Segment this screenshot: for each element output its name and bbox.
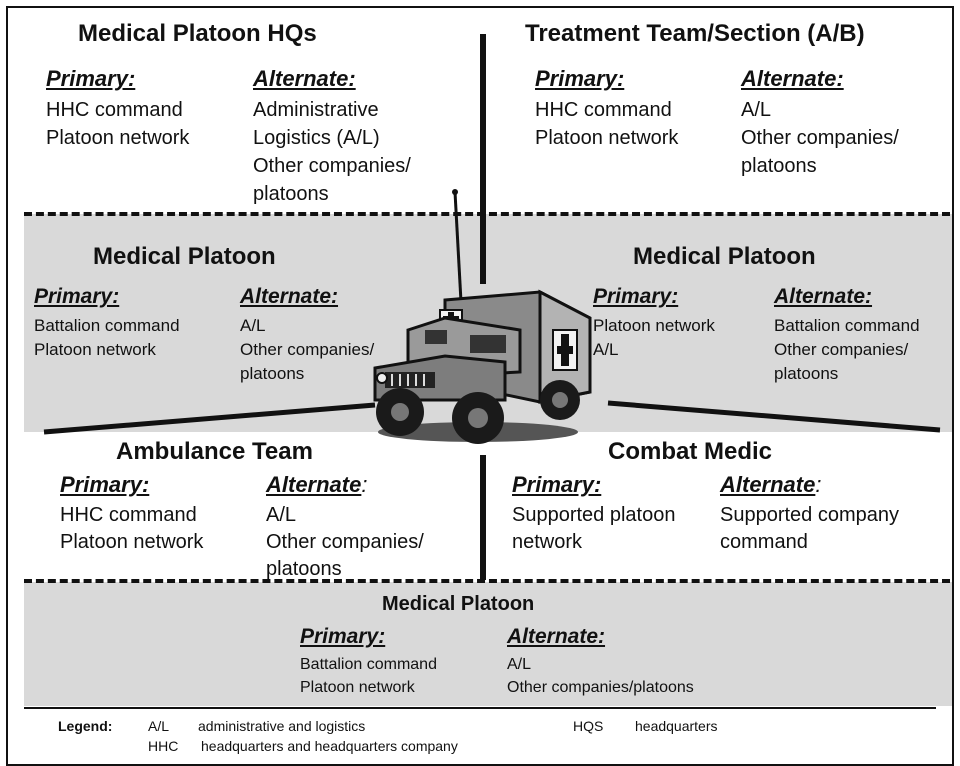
list-item: platoons: [266, 558, 342, 580]
combat-medic-title: Combat Medic: [608, 438, 773, 465]
legend-label: Legend:: [58, 718, 113, 734]
list-item: Supported company: [720, 504, 900, 526]
list-item: Platoon network: [300, 679, 415, 696]
platoon-right-alternate-header: Alternate:: [774, 285, 873, 308]
platoon-right-alternate-list: Battalion command Other companies/ plato…: [774, 314, 920, 386]
list-item: Other companies/: [774, 340, 909, 359]
list-item: platoons: [774, 364, 839, 383]
platoon-left-primary-header: Primary:: [34, 285, 120, 308]
list-item: A/L: [741, 99, 772, 121]
upper-dashed-divider: [24, 212, 950, 216]
bottom-primary-header: Primary:: [300, 625, 386, 648]
lower-dashed-divider: [24, 579, 950, 583]
bottom-primary-list: Battalion command Platoon network: [300, 653, 437, 699]
list-item: A/L: [266, 504, 297, 526]
ambulance-primary-header: Primary:: [60, 472, 150, 497]
ambulance-alternate-header-group: Alternate:: [266, 472, 367, 498]
list-item: platoons: [240, 364, 305, 383]
platoon-left-title: Medical Platoon: [93, 243, 276, 270]
treatment-primary-list: HHC command Platoon network: [535, 96, 678, 152]
ambulance-title: Ambulance Team: [116, 438, 313, 465]
treatment-alternate-header: Alternate:: [741, 66, 844, 91]
list-item: network: [512, 531, 583, 553]
treatment-primary-header: Primary:: [535, 66, 625, 91]
list-item: command: [720, 531, 808, 553]
list-item: platoons: [741, 155, 817, 177]
ambulance-alternate-header: Alternate: [266, 472, 362, 497]
list-item: Other companies/: [741, 127, 899, 149]
legend-def-hhc: headquarters and headquarters company: [201, 738, 458, 754]
list-item: A/L: [593, 340, 619, 359]
ambulance-primary-list: HHC command Platoon network: [60, 502, 203, 556]
list-item: Other companies/: [253, 155, 411, 177]
list-item: Battalion command: [774, 316, 920, 335]
hq-alternate-list: Administrative Logistics (A/L) Other com…: [253, 96, 411, 208]
legend-abbr-al: A/L: [148, 718, 170, 734]
list-item: Platoon network: [34, 340, 156, 359]
platoon-left-alternate-list: A/L Other companies/ platoons: [240, 314, 374, 386]
bottom-alternate-list: A/L Other companies/platoons: [507, 653, 694, 699]
legend-abbr-hqs: HQS: [573, 718, 604, 734]
bottom-platoon-title: Medical Platoon: [382, 593, 535, 615]
list-item: A/L: [240, 316, 266, 335]
legend-def-al: administrative and logistics: [198, 718, 366, 734]
list-item: HHC command: [46, 99, 183, 121]
combat-medic-primary-header: Primary:: [512, 472, 602, 497]
ambulance-alternate-list: A/L Other companies/ platoons: [266, 502, 424, 583]
legend-abbr-hhc: HHC: [148, 738, 179, 754]
platoon-right-title: Medical Platoon: [633, 243, 816, 270]
list-item: Platoon network: [60, 531, 204, 553]
combat-medic-alternate-colon: :: [815, 472, 822, 497]
hq-alternate-header: Alternate:: [253, 66, 356, 91]
combat-medic-alternate-header: Alternate: [720, 472, 816, 497]
list-item: Supported platoon: [512, 504, 676, 526]
bottom-band: [24, 582, 952, 706]
combat-medic-alternate-list: Supported company command: [720, 502, 899, 556]
platoon-right-primary-header: Primary:: [593, 285, 679, 308]
ambulance-humvee-icon: [373, 189, 592, 444]
list-item: Other companies/: [240, 340, 375, 359]
bottom-alternate-header: Alternate:: [507, 625, 606, 648]
hq-primary-list: HHC command Platoon network: [46, 96, 189, 152]
platoon-right-primary-list: Platoon network A/L: [593, 314, 715, 362]
list-item: Administrative: [253, 99, 379, 121]
list-item: Platoon network: [535, 127, 679, 149]
list-item: Battalion command: [34, 316, 180, 335]
ambulance-alternate-colon: :: [361, 472, 368, 497]
list-item: Other companies/platoons: [507, 679, 694, 696]
list-item: Other companies/: [266, 531, 424, 553]
list-item: HHC command: [60, 504, 197, 526]
platoon-left-alternate-header: Alternate:: [240, 285, 339, 308]
treatment-alternate-list: A/L Other companies/ platoons: [741, 96, 899, 180]
combat-medic-primary-list: Supported platoon network: [512, 502, 675, 556]
list-item: Battalion command: [300, 656, 437, 673]
diagonal-divider-right: [607, 400, 941, 433]
hq-primary-header: Primary:: [46, 66, 136, 91]
list-item: HHC command: [535, 99, 672, 121]
list-item: platoons: [253, 183, 329, 205]
list-item: Logistics (A/L): [253, 127, 380, 149]
treatment-title: Treatment Team/Section (A/B): [525, 20, 865, 47]
list-item: Platoon network: [593, 316, 715, 335]
list-item: Platoon network: [46, 127, 190, 149]
combat-medic-alternate-header-group: Alternate:: [720, 472, 821, 498]
diagonal-divider-left: [43, 402, 376, 435]
legend-def-hqs: headquarters: [635, 718, 718, 734]
list-item: A/L: [507, 656, 532, 673]
platoon-left-primary-list: Battalion command Platoon network: [34, 314, 180, 362]
hq-title: Medical Platoon HQs: [78, 20, 317, 47]
